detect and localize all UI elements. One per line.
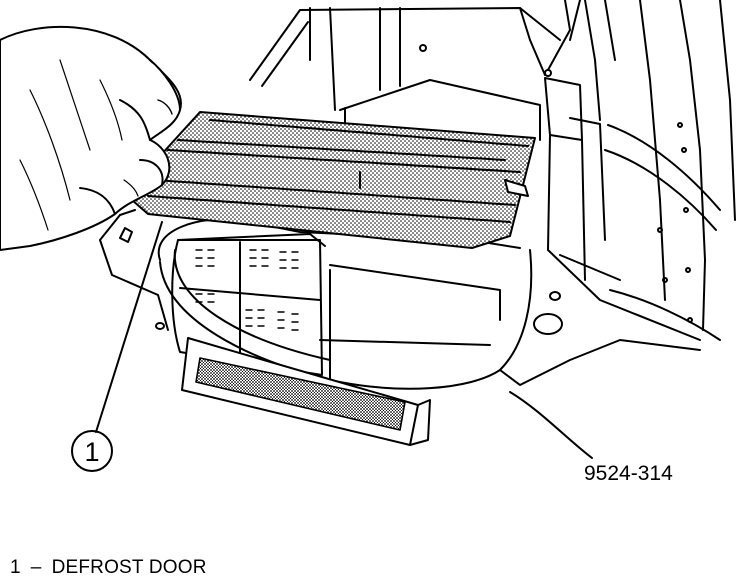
right-duct-assembly bbox=[544, 0, 736, 341]
legend-item-1-label: DEFROST DOOR bbox=[51, 557, 207, 578]
legend-item-1-number: 1 bbox=[10, 557, 21, 578]
figure-id-leader bbox=[509, 391, 593, 459]
callout-1-leader bbox=[95, 221, 163, 433]
figure-id: 9524-314 bbox=[584, 462, 673, 485]
callout-1-number: 1 bbox=[84, 437, 99, 467]
callout-1-circle bbox=[71, 430, 113, 472]
legend: 1–DEFROST DOOR bbox=[10, 557, 207, 579]
louver-grille bbox=[171, 233, 326, 376]
hand bbox=[0, 25, 182, 251]
defrost-door bbox=[131, 111, 536, 249]
lower-outlet bbox=[181, 337, 431, 446]
legend-item-1-separator: – bbox=[30, 557, 42, 578]
